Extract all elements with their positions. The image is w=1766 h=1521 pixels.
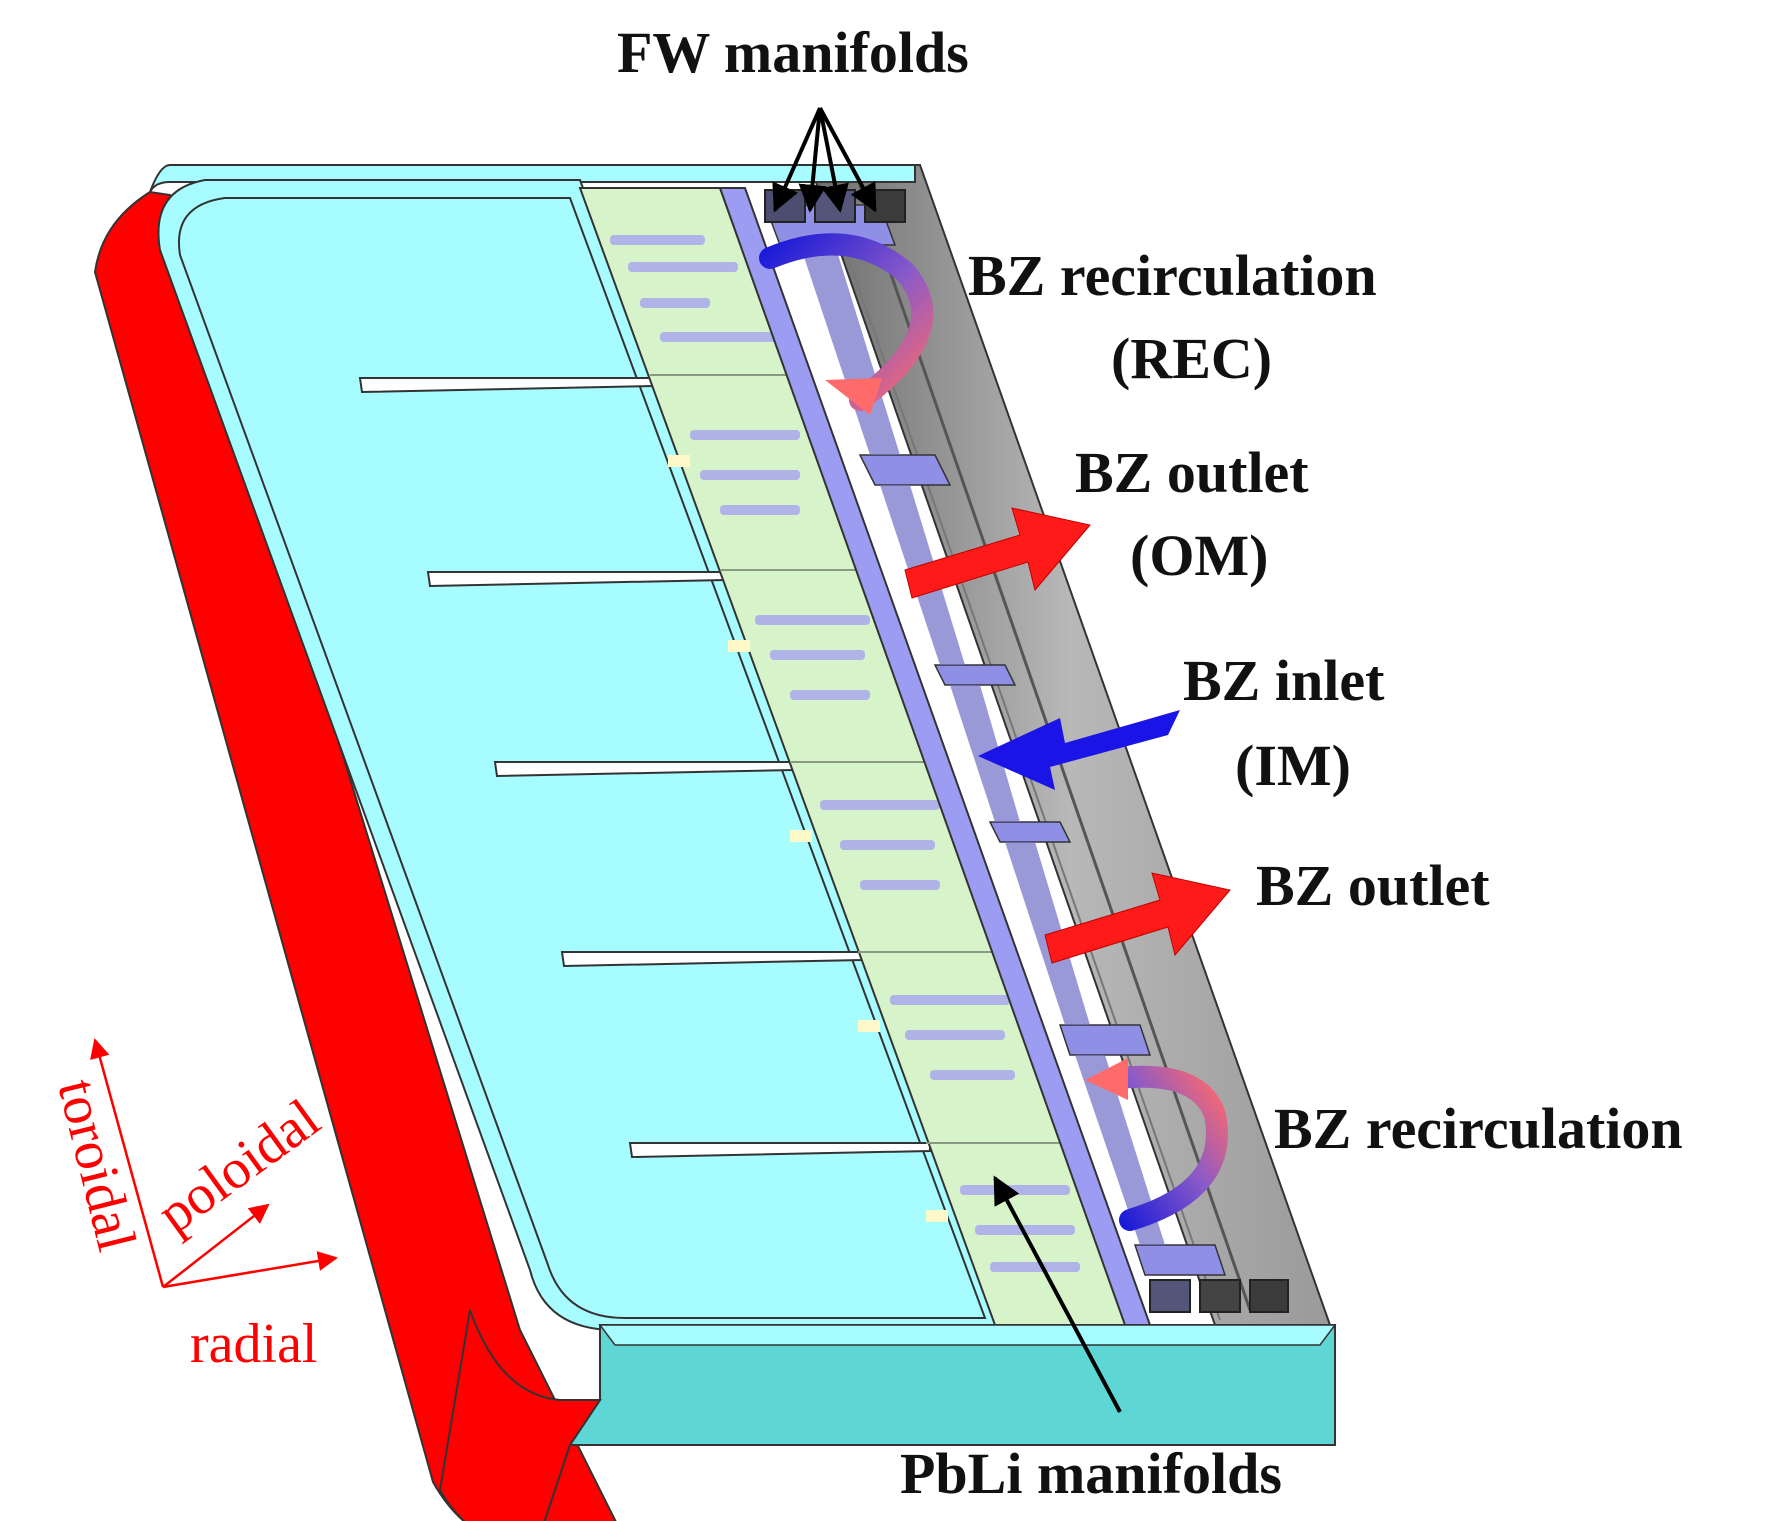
- breeding-zone-cells: [650, 374, 1068, 1144]
- fw-manifolds-label: FW manifolds: [617, 20, 969, 85]
- bottom-cap-top: [598, 1324, 1337, 1346]
- bz-outlet-top-tag: (OM): [1130, 523, 1269, 588]
- stiffening-ribs: [358, 377, 931, 1159]
- coordinate-axes: [90, 1038, 338, 1289]
- bottom-manifold-boxes: [1149, 1279, 1289, 1313]
- bz-outlet-bottom-label: BZ outlet: [1256, 853, 1490, 918]
- toroidal-axis-label: toroidal: [45, 1073, 147, 1257]
- manifold-connectors: [763, 204, 1227, 1276]
- recirculation-arrow-bottom-head: [1085, 1058, 1128, 1100]
- poloidal-axis-label: poloidal: [146, 1087, 331, 1245]
- recirculation-arrow-top: [759, 233, 934, 411]
- recirculation-arrow-bottom: [1109, 1065, 1228, 1231]
- cyan-plate-contour: [178, 197, 987, 1319]
- bz-recirculation-bottom-label: BZ recirculation: [1274, 1096, 1683, 1161]
- inlet-arrow: [978, 710, 1180, 790]
- radial-axis-arrow: [162, 1251, 338, 1289]
- pbli-manifolds-label: PbLi manifolds: [900, 1441, 1282, 1506]
- recirculation-arrow-top-head: [825, 378, 882, 415]
- cooling-pipes: [610, 235, 1080, 1272]
- bz-recirculation-top-tag: (REC): [1111, 326, 1272, 391]
- bz-inlet-tag: (IM): [1235, 733, 1351, 798]
- bz-outlet-top-label: BZ outlet: [1075, 440, 1309, 505]
- toroidal-axis-arrow: [90, 1038, 165, 1288]
- poloidal-axis-arrow: [162, 1203, 270, 1288]
- outlet-arrow-bottom: [1044, 872, 1231, 964]
- first-wall-corner: [438, 1309, 602, 1521]
- bz-recirculation-top-label: BZ recirculation: [968, 243, 1377, 308]
- top-cap: [149, 164, 916, 193]
- fw-manifold-pointers: [772, 107, 877, 213]
- first-wall-side: [93, 190, 617, 1521]
- radial-axis-label: radial: [190, 1313, 317, 1375]
- pbli-manifold-pointer: [993, 1175, 1122, 1413]
- pipe-ends: [668, 455, 948, 1222]
- bz-inlet-label: BZ inlet: [1183, 648, 1385, 713]
- outlet-arrow-top: [904, 507, 1091, 599]
